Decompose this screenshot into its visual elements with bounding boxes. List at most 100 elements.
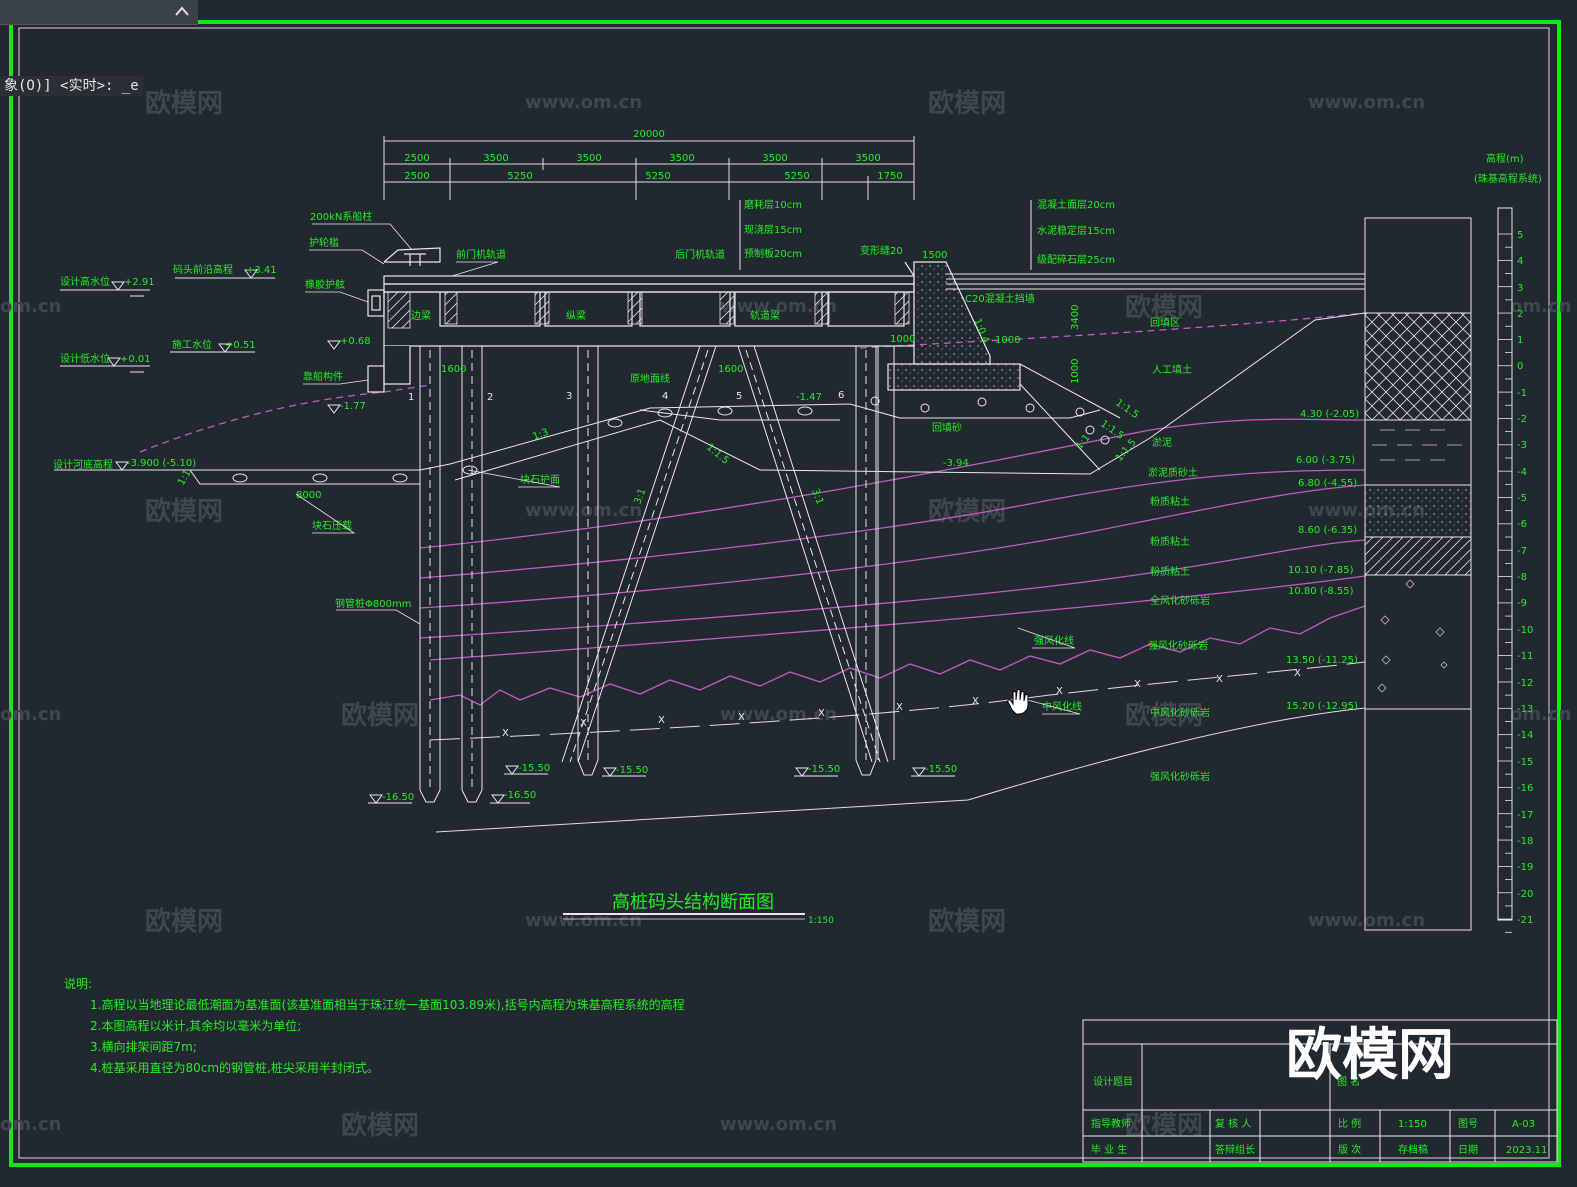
svg-text:-15.50: -15.50 [925, 764, 957, 775]
drawing-scale: 1:150 [808, 916, 834, 926]
svg-text:X: X [818, 708, 825, 719]
svg-text:欧模网: 欧模网 [1125, 700, 1203, 731]
svg-text:-16.50: -16.50 [504, 790, 536, 801]
svg-text:粉质粘土: 粉质粘土 [1150, 495, 1190, 508]
watermarks: 欧模网 欧模网 欧模网 欧模网 欧模网 欧模网 欧模网 欧模网 欧模网 欧模网 … [145, 88, 1203, 1141]
svg-text:磨耗层10cm: 磨耗层10cm [744, 199, 802, 211]
svg-text:回填区: 回填区 [1150, 316, 1180, 329]
svg-text:强风化砂砾岩: 强风化砂砾岩 [1148, 639, 1208, 652]
svg-text:3500: 3500 [669, 153, 694, 164]
svg-text:13.50 (-11.25): 13.50 (-11.25) [1286, 655, 1358, 666]
svg-text:3500: 3500 [762, 153, 787, 164]
svg-text:纵梁: 纵梁 [566, 309, 586, 322]
drawing-title: 高桩码头结构断面图 [612, 892, 774, 913]
svg-text:比 例: 比 例 [1338, 1117, 1361, 1130]
scale-tick-labels: 5 4 3 2 1 0 -1 -2 -3 -4 -5 -6 -7 -8 -9 -… [1517, 230, 1533, 926]
svg-text:复 核 人: 复 核 人 [1215, 1117, 1251, 1130]
inner-frame [18, 27, 1550, 1159]
svg-text:钢管桩Φ800mm: 钢管桩Φ800mm [335, 597, 411, 610]
pile-1 [419, 346, 441, 803]
svg-text:护轮槛: 护轮槛 [309, 236, 339, 249]
svg-text:混凝土面层20cm: 混凝土面层20cm [1037, 198, 1115, 211]
borehole-column [1364, 217, 1472, 931]
svg-text:www.om.cn: www.om.cn [720, 296, 837, 317]
rock-boulders [232, 396, 1110, 483]
level-labels: 设计高水位+2.91 码头前沿高程+3.41 施工水位+0.51 设计低水位+0… [53, 263, 969, 471]
svg-text:后门机轨道: 后门机轨道 [675, 248, 725, 261]
svg-text:2500: 2500 [404, 153, 429, 164]
command-line-text[interactable]: 象(O)] <实时>: _e [0, 76, 143, 96]
svg-text:1:150: 1:150 [1398, 1119, 1427, 1130]
svg-text:5250: 5250 [645, 171, 670, 182]
svg-text:3.横向排架间距7m;: 3.横向排架间距7m; [90, 1039, 197, 1054]
svg-text:www.om.cn: www.om.cn [1308, 92, 1425, 113]
svg-text:1000: 1000 [995, 335, 1020, 346]
svg-text:欧模网: 欧模网 [928, 496, 1006, 527]
outer-frame [9, 20, 1561, 1167]
svg-text:块石护面: 块石护面 [520, 473, 560, 486]
svg-text:1000: 1000 [890, 334, 915, 345]
svg-text:日期: 日期 [1458, 1144, 1478, 1156]
svg-text:3: 3 [1517, 283, 1523, 294]
svg-text:10.80 (-8.55): 10.80 (-8.55) [1288, 586, 1354, 597]
dimension-texts: 20000 2500 3500 3500 3500 3500 3500 2500… [404, 129, 902, 182]
svg-text:-12: -12 [1517, 678, 1533, 689]
wall-foundation [887, 363, 1021, 391]
svg-text:+3.41: +3.41 [246, 265, 277, 276]
steel-piles [419, 345, 895, 803]
svg-text:前门机轨道: 前门机轨道 [456, 248, 506, 261]
svg-text:X: X [1056, 686, 1063, 697]
svg-text:3400: 3400 [1070, 305, 1081, 330]
svg-text:-8: -8 [1517, 572, 1527, 583]
svg-text:施工水位: 施工水位 [172, 338, 212, 351]
svg-text:www.om.cn: www.om.cn [1308, 910, 1425, 931]
svg-text:-21: -21 [1517, 915, 1533, 926]
svg-text:0: 0 [1517, 361, 1523, 372]
svg-text:-5: -5 [1517, 493, 1527, 504]
scale-title: 高程(m) [1486, 152, 1524, 165]
svg-text:粉质粘土: 粉质粘土 [1150, 565, 1190, 578]
svg-text:www.om.cn: www.om.cn [525, 500, 642, 521]
collapse-panel-bar[interactable] [0, 0, 198, 25]
svg-text:3500: 3500 [855, 153, 880, 164]
svg-text:靠船构件: 靠船构件 [303, 370, 343, 383]
svg-text:www.om.cn: www.om.cn [720, 704, 837, 725]
svg-text:1: 1 [1517, 335, 1523, 346]
pile-2 [461, 346, 483, 803]
svg-text:-11: -11 [1517, 651, 1533, 662]
dimension-lines [383, 136, 915, 200]
svg-text:-2: -2 [1517, 414, 1527, 425]
svg-text:1:3: 1:3 [531, 427, 550, 443]
svg-text:2023.11: 2023.11 [1506, 1145, 1547, 1156]
label-leaders [295, 223, 1081, 715]
svg-text:答辩组长: 答辩组长 [1215, 1143, 1255, 1156]
svg-text:人工填土: 人工填土 [1152, 363, 1192, 376]
svg-text:欧模网: 欧模网 [341, 1110, 419, 1141]
structure-labels: 200kN系船柱 护轮槛 橡胶护舷 靠船构件 前门机轨道 后门机轨道 边梁 纵梁… [303, 198, 1180, 610]
svg-text:X: X [658, 715, 665, 726]
svg-text:X: X [1294, 668, 1301, 679]
svg-text:4: 4 [662, 391, 668, 402]
svg-text:-3.94: -3.94 [943, 458, 969, 469]
svg-text:6.00 (-3.75): 6.00 (-3.75) [1296, 455, 1355, 466]
chevron-up-icon[interactable] [174, 4, 190, 18]
svg-text:淤泥质砂土: 淤泥质砂土 [1148, 466, 1198, 479]
svg-text:欧模网: 欧模网 [928, 906, 1006, 937]
svg-text:-3.900 (-5.10): -3.900 (-5.10) [127, 458, 196, 469]
svg-text:现浇层15cm: 现浇层15cm [744, 223, 802, 236]
svg-text:-16.50: -16.50 [382, 792, 414, 803]
svg-text:-1.47: -1.47 [796, 392, 822, 403]
svg-text:15.20 (-12.95): 15.20 (-12.95) [1286, 701, 1358, 712]
svg-text:毕 业 生: 毕 业 生 [1091, 1143, 1127, 1156]
svg-text:2: 2 [487, 392, 493, 403]
svg-text:om.cn: om.cn [0, 296, 61, 317]
svg-text:码头前沿高程: 码头前沿高程 [173, 263, 233, 276]
svg-text:说明:: 说明: [64, 976, 92, 991]
bollard-fender [367, 253, 426, 393]
svg-text:1:1.5: 1:1.5 [704, 442, 731, 467]
svg-text:-15.50: -15.50 [808, 764, 840, 775]
svg-text:3500: 3500 [483, 153, 508, 164]
svg-text:3500: 3500 [576, 153, 601, 164]
pile-6 [877, 346, 895, 760]
